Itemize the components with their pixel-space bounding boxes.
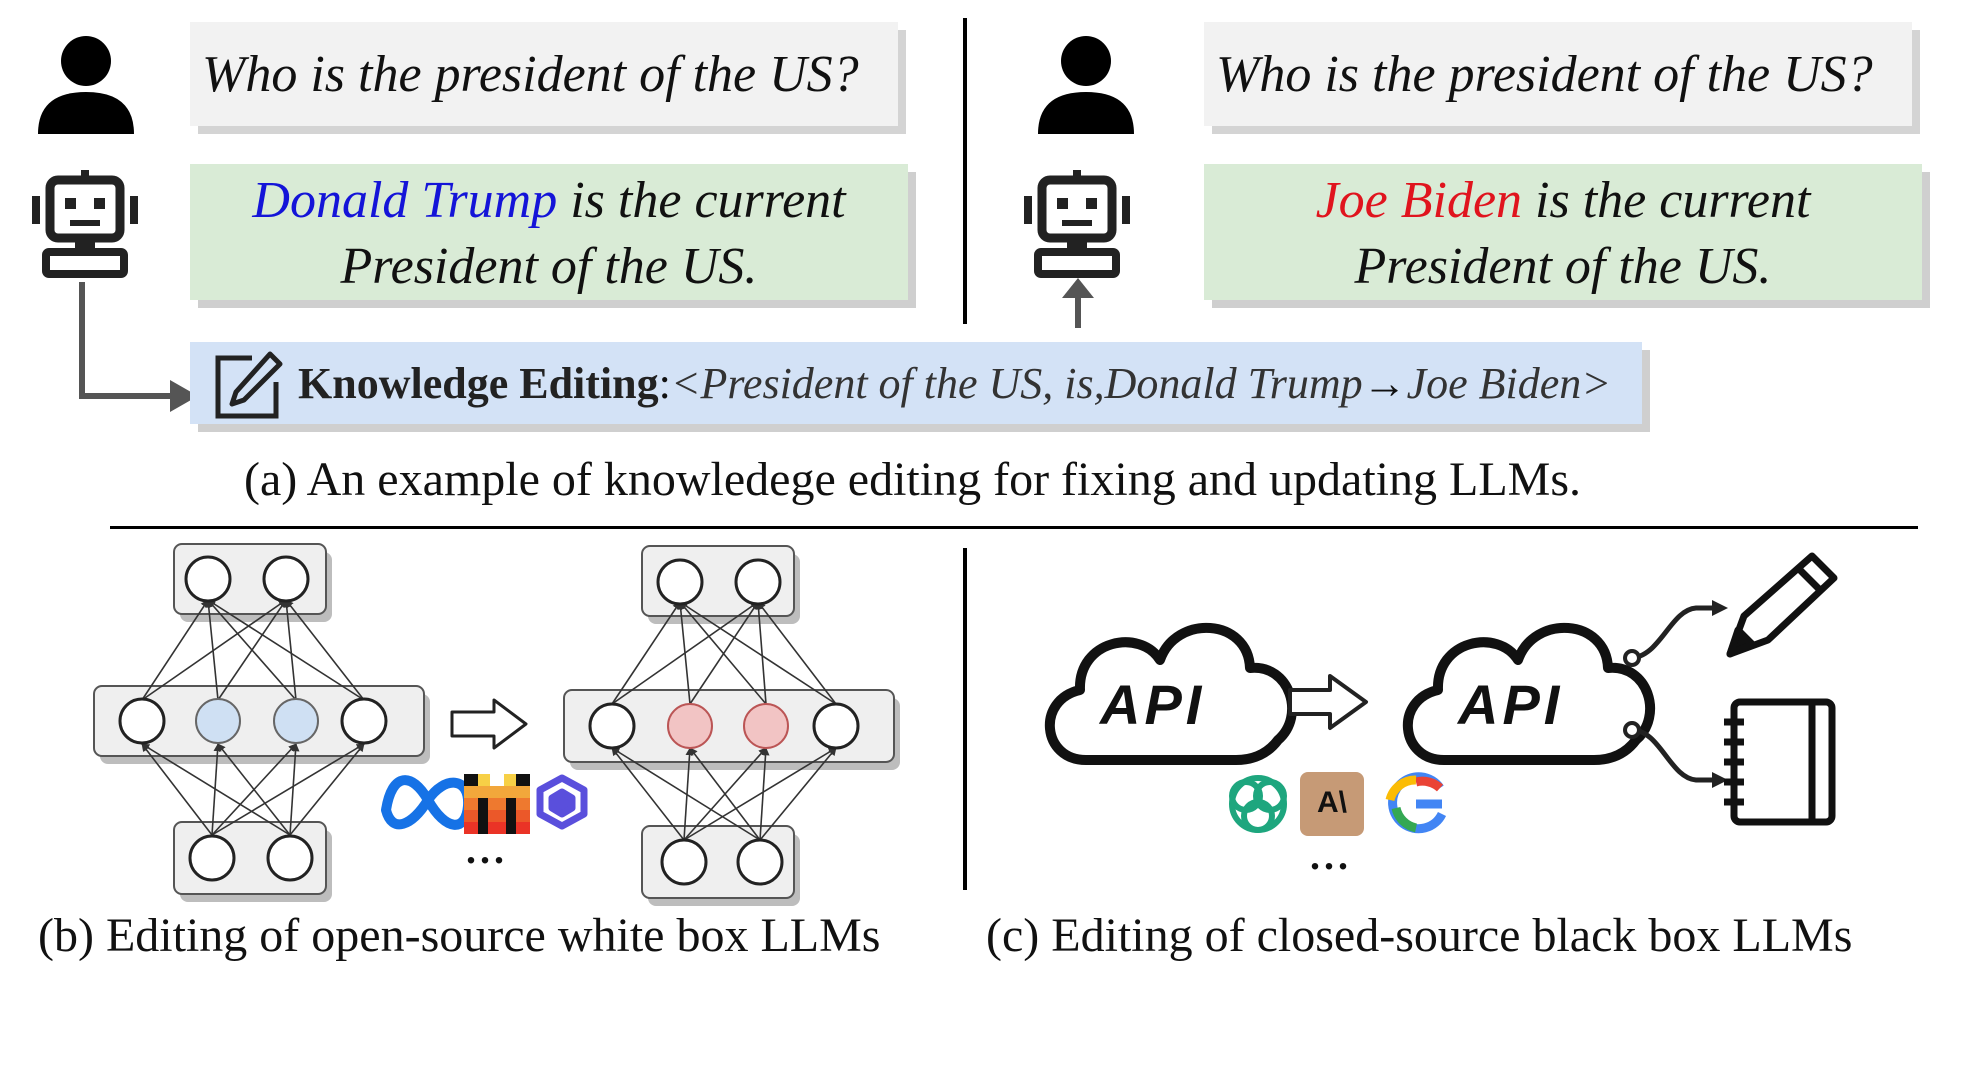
cloud-icon bbox=[1402, 623, 1656, 765]
divider-horizontal bbox=[110, 526, 1918, 529]
network-before-edit bbox=[93, 543, 430, 902]
up-arrow bbox=[1062, 278, 1094, 328]
edit-icon bbox=[215, 351, 283, 419]
edit-open: <President of the US, is, bbox=[670, 358, 1105, 408]
answer-rest: is the current bbox=[557, 172, 846, 229]
user-icon bbox=[1038, 36, 1134, 134]
new-answer-name: Joe Biden bbox=[1315, 172, 1523, 229]
qwen-icon bbox=[536, 774, 588, 830]
transform-arrow bbox=[450, 698, 528, 750]
white-box-networks bbox=[93, 543, 900, 906]
cloud-icon bbox=[1044, 623, 1298, 765]
question-bubble-left: Who is the president of the US? bbox=[190, 22, 898, 126]
divider-vertical-top bbox=[963, 18, 967, 324]
answer-bubble-right: Joe Biden is the current President of th… bbox=[1204, 164, 1922, 300]
question-bubble-right: Who is the president of the US? bbox=[1204, 22, 1912, 126]
caption-c: (c) Editing of closed-source black box L… bbox=[986, 909, 1853, 962]
edit-new-fact: Joe Biden bbox=[1406, 358, 1582, 408]
edit-flow-arrow bbox=[79, 282, 198, 412]
anthropic-logo-text: A\ bbox=[1317, 786, 1347, 819]
more-models-c: ... bbox=[1310, 833, 1352, 878]
question-text: Who is the president of the US? bbox=[202, 45, 859, 103]
edit-close: > bbox=[1581, 358, 1612, 408]
robot-icon bbox=[32, 170, 138, 278]
answer-line-1: Donald Trump is the current bbox=[190, 168, 908, 234]
black-box-apis bbox=[1044, 552, 1838, 836]
openai-icon bbox=[1229, 775, 1287, 833]
api-label-right: API bbox=[1458, 673, 1564, 736]
divider-vertical-bottom bbox=[963, 548, 967, 890]
answer-line-2: President of the US. bbox=[1354, 238, 1772, 295]
connector-notebook bbox=[1631, 727, 1716, 783]
question-text: Who is the president of the US? bbox=[1216, 45, 1873, 103]
answer-bubble-left: Donald Trump is the current President of… bbox=[190, 164, 908, 300]
more-models-b: ... bbox=[466, 827, 508, 872]
api-label-left: API bbox=[1100, 673, 1206, 736]
edit-colon: : bbox=[658, 358, 671, 408]
anthropic-icon bbox=[1300, 772, 1364, 836]
pencil-icon bbox=[1726, 552, 1838, 658]
caption-b: (b) Editing of open-source white box LLM… bbox=[38, 909, 881, 962]
edit-label: Knowledge Editing bbox=[298, 358, 659, 408]
mistral-icon bbox=[464, 774, 530, 834]
edit-arrow: → bbox=[1362, 358, 1407, 408]
transform-arrow bbox=[1288, 674, 1368, 730]
google-icon bbox=[1385, 772, 1447, 834]
notebook-icon bbox=[1724, 698, 1836, 826]
answer-line-2: President of the US. bbox=[340, 238, 758, 295]
meta-icon bbox=[381, 775, 474, 830]
answer-rest: is the current bbox=[1522, 172, 1811, 229]
caption-a: (a) An example of knowledege editing for… bbox=[244, 453, 1581, 506]
robot-icon bbox=[1024, 170, 1130, 278]
user-icon bbox=[38, 36, 134, 134]
knowledge-editing-box: Knowledge Editing: <President of the US,… bbox=[190, 342, 1642, 424]
connector-pencil bbox=[1629, 605, 1716, 661]
old-answer-name: Donald Trump bbox=[252, 172, 558, 229]
edit-old-fact: Donald Trump bbox=[1104, 358, 1363, 408]
network-after-edit bbox=[563, 545, 900, 906]
answer-line-1: Joe Biden is the current bbox=[1204, 168, 1922, 234]
